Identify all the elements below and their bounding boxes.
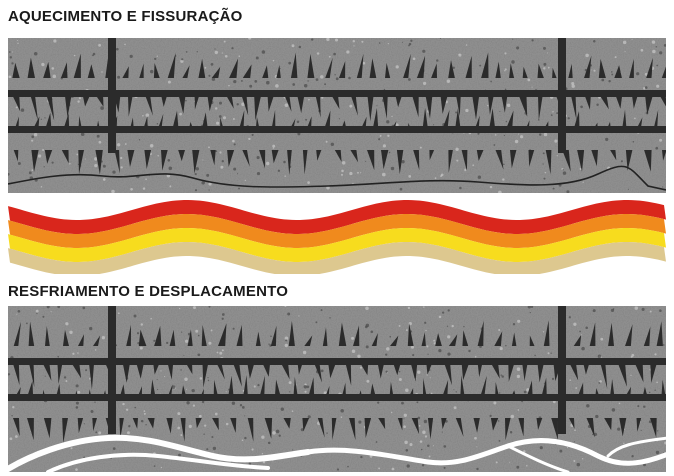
cooling-spalling-panel [8, 306, 666, 472]
heat-band-tan [8, 242, 666, 274]
concrete-speckles [8, 38, 666, 193]
heat-front-line [8, 165, 666, 191]
heat-band-orange [8, 214, 666, 248]
reinforcement-bars [8, 38, 666, 153]
crack-marks [12, 320, 666, 444]
concrete-texture [8, 38, 666, 193]
heat-wave-bands [8, 200, 666, 274]
cooling-spalling-title: RESFRIAMENTO E DESPLACAMENTO [8, 283, 289, 300]
heating-cracking-panel [8, 38, 666, 193]
heat-band-red [8, 200, 666, 234]
heat-band-yellow [8, 228, 666, 262]
spalling-cracks [8, 434, 666, 472]
heating-cracking-title: AQUECIMENTO E FISSURAÇÃO [8, 8, 243, 25]
reinforcement-bars [8, 306, 666, 434]
